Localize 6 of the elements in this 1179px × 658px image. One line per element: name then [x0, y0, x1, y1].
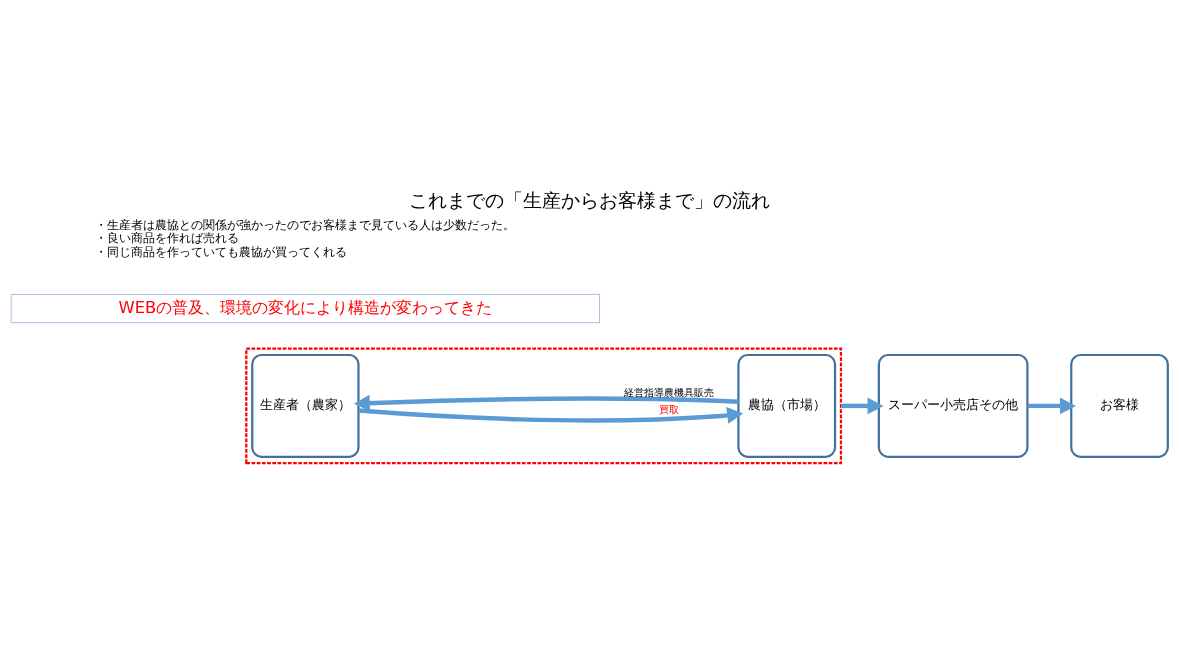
edge-label: 買取 [658, 403, 679, 416]
label: ・生産者は農協との関係が強かったのでお客様まで見ている人は少数だった。 [95, 217, 516, 232]
label: ・良い商品を作れば売れる [95, 231, 240, 246]
label: ・同じ商品を作っていても農協が買ってくれる [95, 244, 348, 259]
diagram-title: これまでの「生産からお客様まで」の流れ [409, 189, 770, 213]
edge-label: 経営指導農機具販売 [623, 386, 714, 399]
